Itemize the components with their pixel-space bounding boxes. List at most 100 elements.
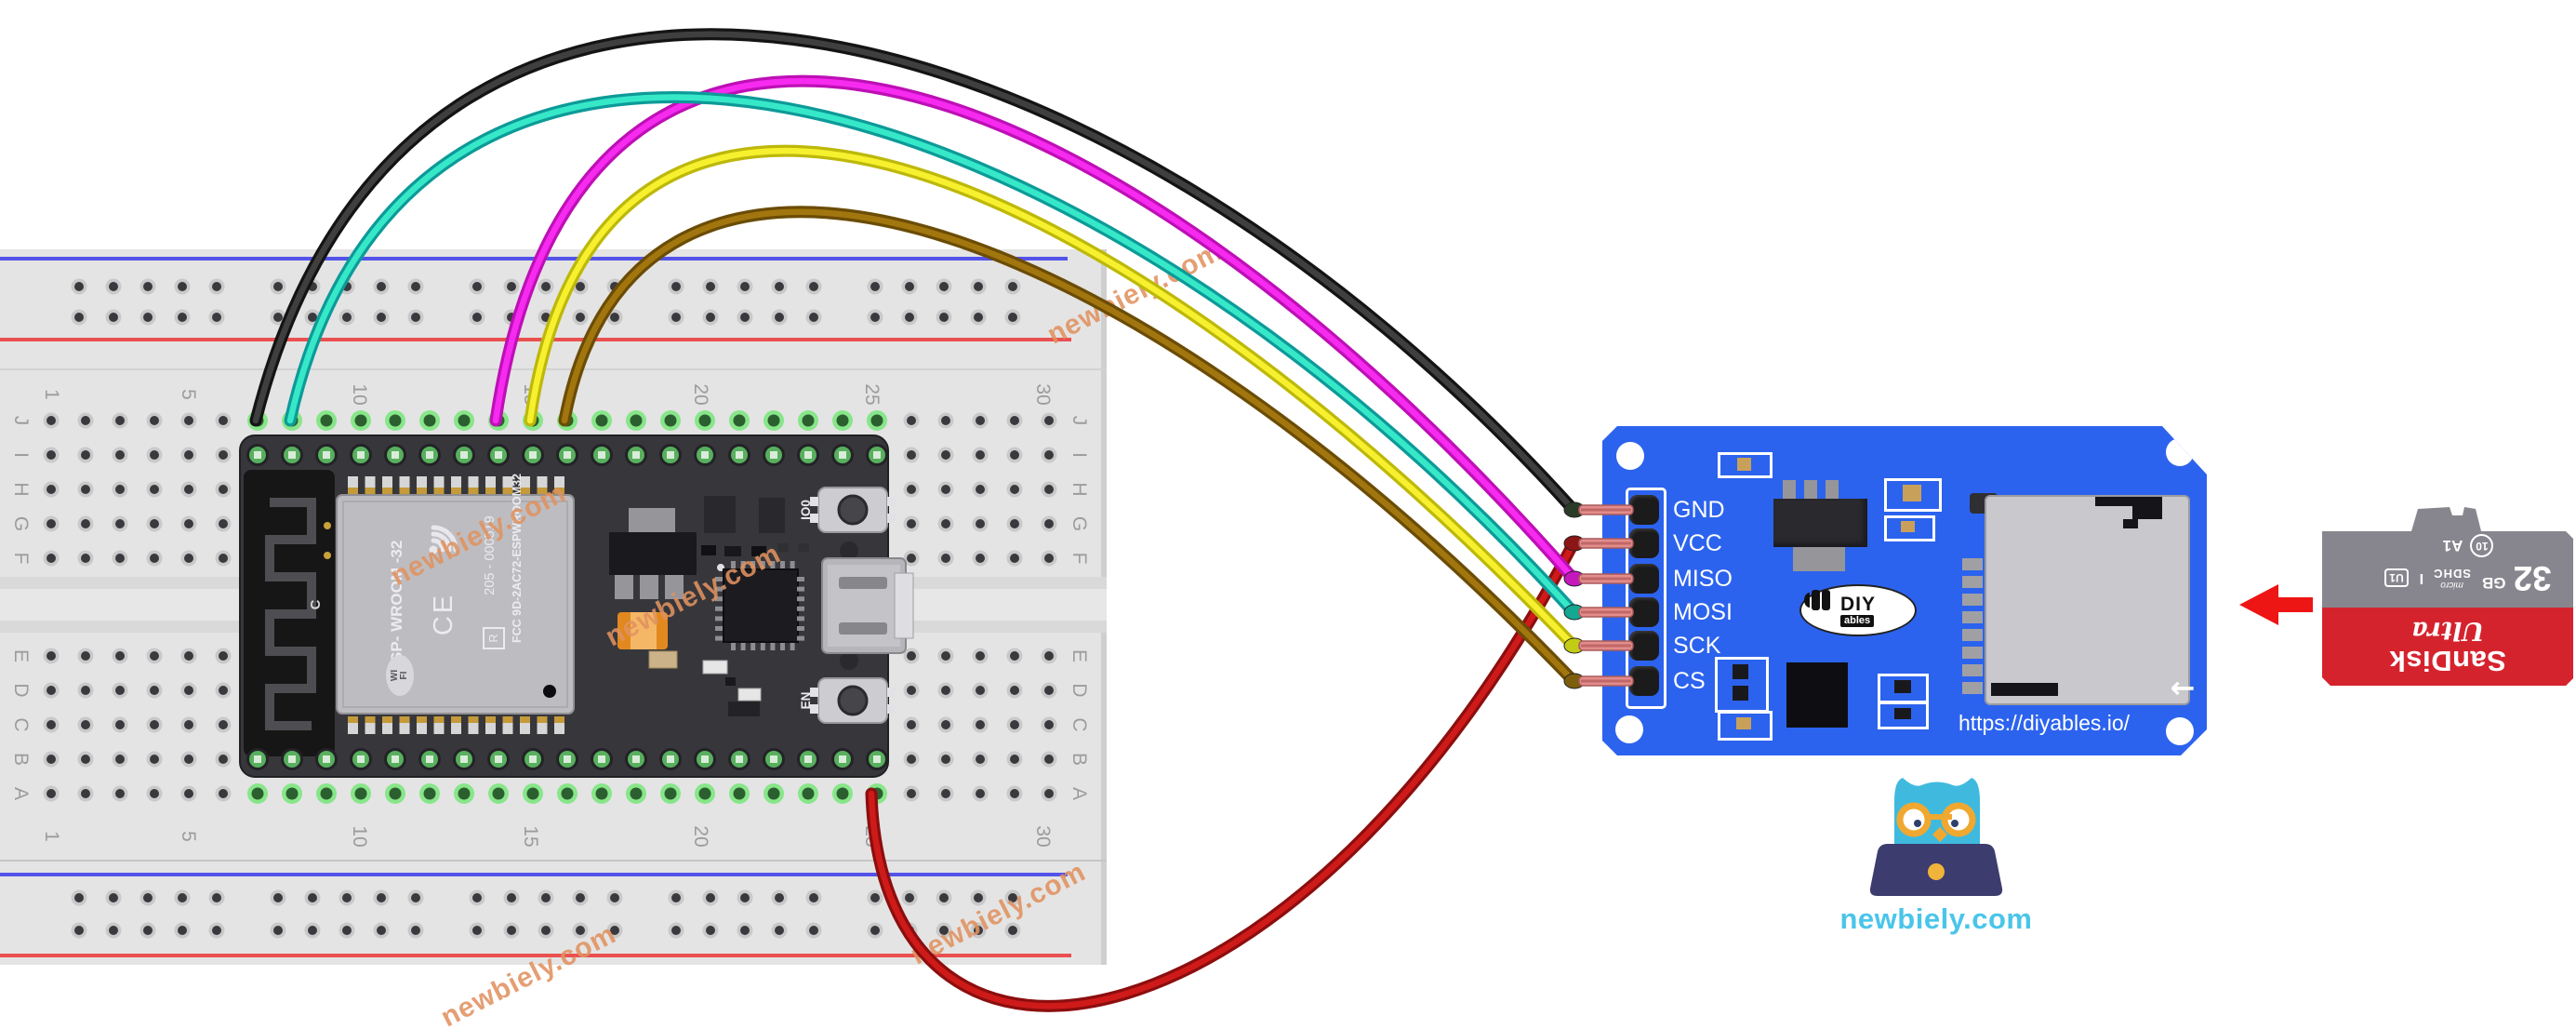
breadboard-hole <box>576 893 585 902</box>
esp32-pin-hole <box>254 755 261 763</box>
smd-resistor <box>1884 478 1942 512</box>
esp32-pin-hole <box>460 755 468 763</box>
mount-hole <box>1616 442 1644 470</box>
breadboard-hole <box>907 519 916 528</box>
esp32-pin-hole <box>736 755 743 763</box>
esp32-antenna-trace <box>265 498 316 730</box>
smd-resistor <box>1878 702 1929 729</box>
breadboard-hole <box>115 450 125 460</box>
breadboard-hole <box>870 893 880 902</box>
breadboard-hole <box>939 313 949 322</box>
pin-rod-shade <box>1581 577 1631 581</box>
smd-chip <box>1733 664 1748 679</box>
breadboard-hole <box>150 416 159 425</box>
esp32-pin-hole <box>598 451 605 459</box>
shield-pad-tip <box>417 716 427 723</box>
regulator-leg <box>1783 480 1796 501</box>
pin-rod-shade <box>1581 508 1631 512</box>
slot-pad <box>1962 611 1983 623</box>
diyables-logo-part: DIY ables <box>1839 595 1876 627</box>
slot-pad <box>1962 558 1983 570</box>
connected-hole <box>389 787 402 800</box>
breadboard-hole <box>1044 755 1054 764</box>
breadboard-hole <box>740 282 750 291</box>
breadboard-hole <box>775 313 784 322</box>
boot-button-part <box>887 497 896 506</box>
breadboard-hole <box>941 651 950 661</box>
wire-red-vcc <box>865 537 1580 1012</box>
breadboard-hole <box>1010 651 1019 661</box>
breadboard-hole <box>342 893 352 902</box>
chip-pin <box>740 561 746 568</box>
breadboard-hole <box>1008 313 1017 322</box>
breadboard-hole <box>342 313 352 322</box>
breadboard-hole <box>115 755 125 764</box>
breadboard-hole <box>1044 554 1054 563</box>
enable-button-part <box>810 688 818 697</box>
breadboard-hole <box>941 519 950 528</box>
shield-pad-tip <box>365 716 376 723</box>
usb-slot <box>839 622 887 635</box>
breadboard-hole <box>115 519 125 528</box>
connected-hole <box>492 787 505 800</box>
boot-button-part <box>837 494 869 526</box>
smd-part <box>725 677 736 686</box>
breadboard-hole <box>941 789 950 798</box>
breadboard-hole <box>939 926 949 935</box>
microsd-slot <box>1985 495 2190 705</box>
breadboard-hole <box>1010 416 1019 425</box>
esp32-pin-hole <box>460 451 468 459</box>
breadboard-hole <box>1010 485 1019 494</box>
breadboard-hole <box>706 313 715 322</box>
shield-pad <box>502 723 513 734</box>
diyables-glasses-icon <box>1804 590 1830 610</box>
chip-pin <box>797 606 804 611</box>
breadboard-hole <box>870 282 880 291</box>
shield-pad-tip <box>502 716 513 723</box>
connected-hole <box>630 414 643 427</box>
breadboard-hole <box>219 720 228 729</box>
breadboard-hole <box>976 554 985 563</box>
breadboard-hole <box>46 755 56 764</box>
chip-pin <box>797 577 804 581</box>
breadboard-hole <box>219 789 228 798</box>
esp32-board <box>239 434 914 778</box>
shield-pad-tip <box>537 716 548 723</box>
shield-pad <box>348 476 358 488</box>
wire-cyan-mosi <box>284 91 1580 619</box>
wire-black-gnd <box>249 28 1580 516</box>
breadboard-hole <box>115 686 125 695</box>
breadboard-hole <box>46 720 56 729</box>
regulator-leg <box>1826 480 1839 501</box>
shield-pad-tip <box>468 488 479 494</box>
breadboard-hole <box>1010 789 1019 798</box>
chip-pin <box>797 635 804 641</box>
slot-latch <box>2132 506 2162 519</box>
connected-hole <box>870 414 883 427</box>
chip-pin <box>797 616 804 621</box>
smd-chip <box>1733 686 1748 701</box>
wifi-swirl-icon-part <box>431 531 452 553</box>
breadboard-hole <box>212 893 221 902</box>
breadboard-hole <box>976 416 985 425</box>
breadboard-hole <box>976 720 985 729</box>
shield-index-dot <box>543 685 556 698</box>
usb-tongue <box>894 572 914 639</box>
owl-pupil <box>1951 820 1959 827</box>
breadboard-hole <box>905 313 914 322</box>
breadboard-hole <box>219 651 228 661</box>
breadboard-hole <box>941 720 950 729</box>
shield-pad-tip <box>433 716 445 723</box>
breadboard-hole <box>541 282 551 291</box>
enable-button-part <box>837 685 869 716</box>
breadboard-hole <box>184 755 193 764</box>
wire-magenta-miso-part <box>492 77 1577 582</box>
esp32-pin-hole <box>323 451 330 459</box>
esp32-pin-hole <box>426 451 433 459</box>
boot-button <box>810 487 896 533</box>
breadboard-hole <box>219 755 228 764</box>
pin-rod-shade <box>1581 644 1631 648</box>
smd-chip <box>1894 708 1911 719</box>
mount-hole <box>1615 715 1643 743</box>
